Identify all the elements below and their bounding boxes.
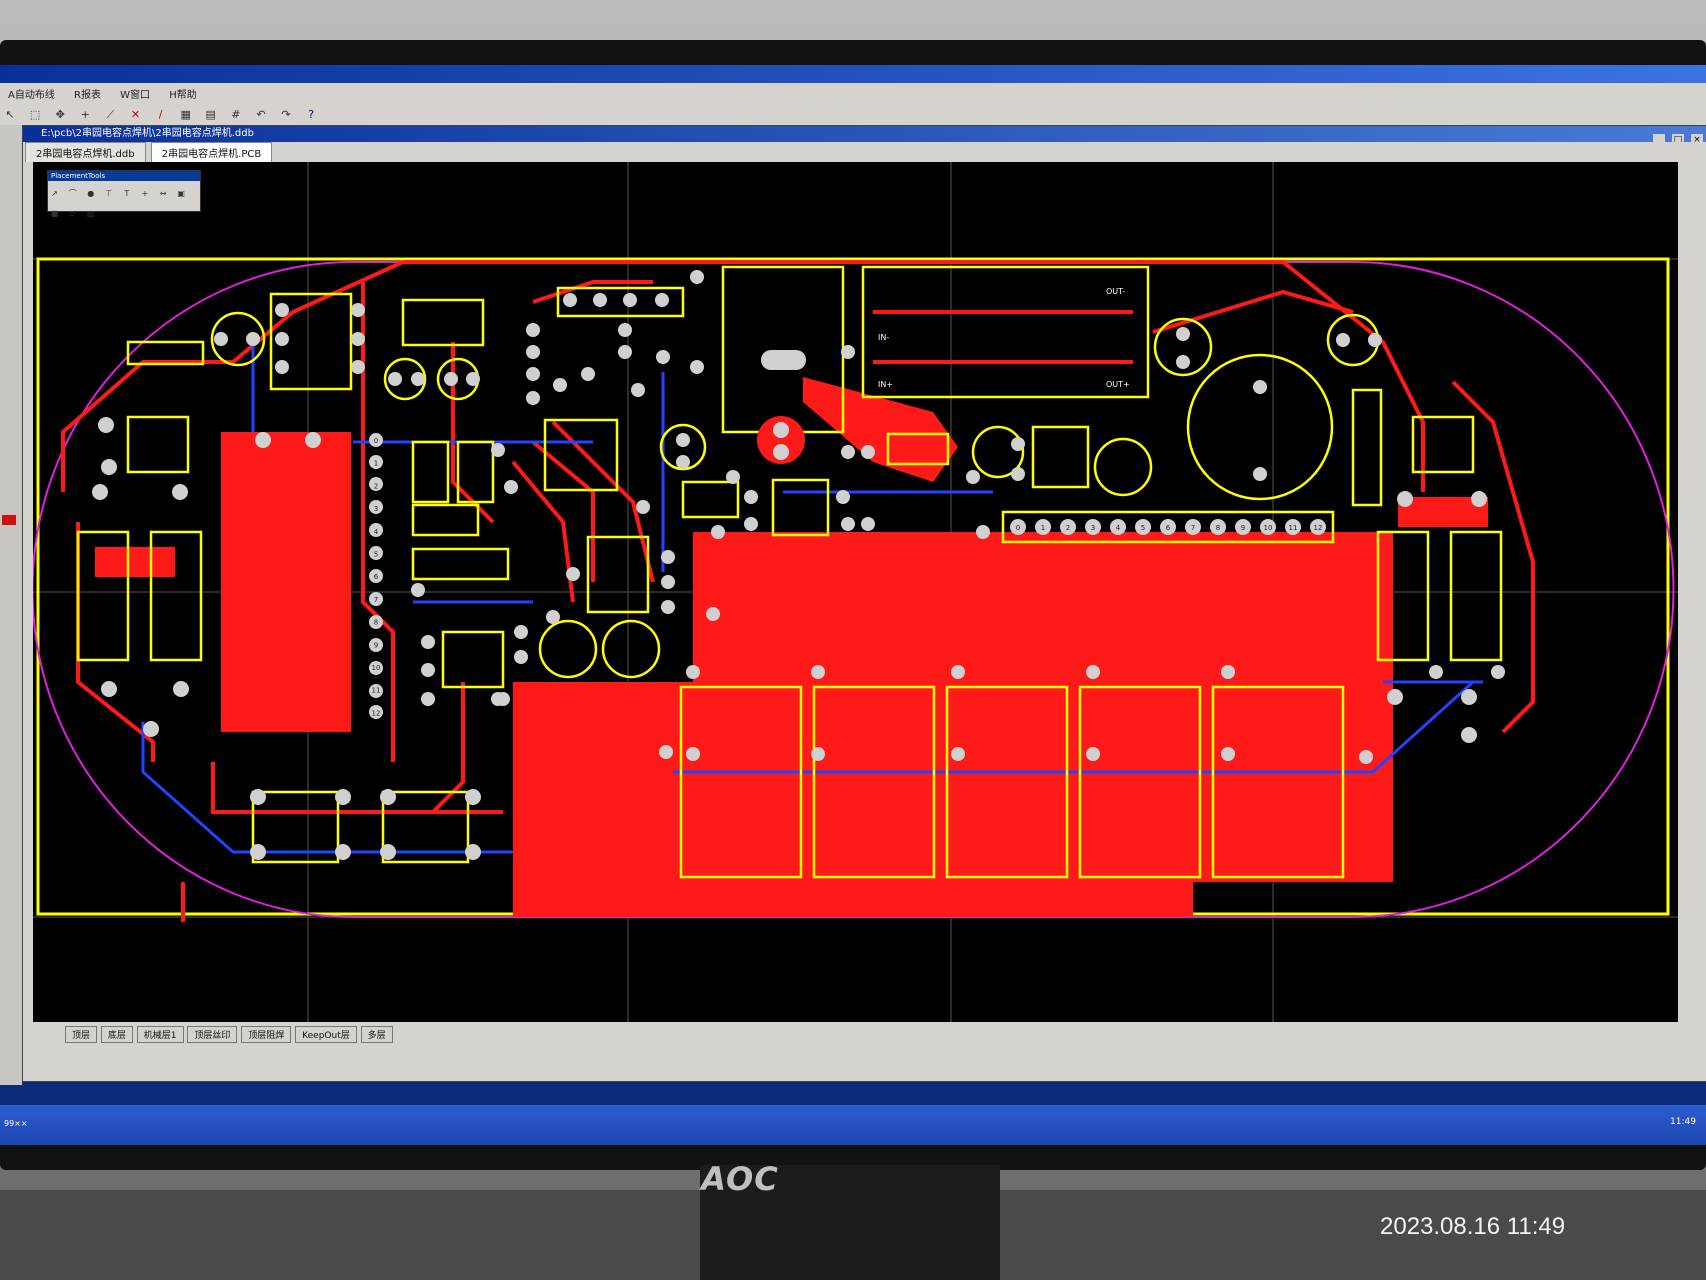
ic-pin-label: 7: [374, 596, 378, 604]
ic-pin-label: 5: [374, 551, 378, 559]
header-pin-label: 3: [1091, 524, 1095, 532]
ic-pin-label: 12: [372, 709, 381, 717]
layer-tab-mechanical[interactable]: 机械层1: [136, 1026, 184, 1043]
help-icon[interactable]: ?: [308, 108, 315, 121]
undo-icon[interactable]: ↶: [256, 108, 266, 121]
ic-pin-label: 3: [374, 505, 378, 513]
ic-pin-label: 4: [374, 528, 379, 536]
app-title-bar: [0, 65, 1706, 83]
placement-tools-palette[interactable]: PlacementTools ↗ ⌒ ● ⊤ T + ↔ ▣ ■ ▱ ▧: [47, 170, 201, 218]
palette-title: PlacementTools: [48, 171, 200, 181]
ic-pin-label: 1: [374, 460, 378, 468]
menu-item-reports[interactable]: R报表: [74, 90, 101, 101]
header-pin-label: 4: [1116, 524, 1121, 532]
ic-pin-column: [369, 433, 383, 719]
wire-icon[interactable]: ↗: [51, 189, 58, 198]
header-pin-label: 5: [1141, 524, 1145, 532]
header-row: [1010, 519, 1326, 535]
text-icon[interactable]: T: [124, 189, 130, 198]
label-out-plus: OUT+: [1106, 380, 1130, 389]
via-icon[interactable]: ●: [87, 189, 95, 198]
route-icon[interactable]: ⟋: [106, 108, 115, 121]
bottom-traces: [141, 332, 1483, 854]
layer-tab-top-overlay[interactable]: 顶层丝印: [187, 1026, 238, 1043]
left-panel: [0, 125, 22, 1085]
room-icon[interactable]: ▧: [86, 209, 95, 218]
tab-pcb[interactable]: 2串园电容点焊机.PCB: [150, 142, 273, 162]
tray-clock: 11:49: [1670, 1117, 1696, 1127]
layer-tab-bottom[interactable]: 底层: [100, 1026, 133, 1043]
delete-icon[interactable]: ✕: [130, 108, 141, 121]
coordinate-icon[interactable]: +: [141, 189, 149, 198]
layer-tabs: 顶层 底层 机械层1 顶层丝印 顶层阻焊 KeepOut层 多层: [65, 1026, 394, 1043]
header-pin-label: 0: [1016, 524, 1020, 532]
status-text: 99××: [4, 1119, 28, 1128]
header-pin-label: 10: [1264, 524, 1273, 532]
document-window: E:\pcb\2串园电容点焊机\2串园电容点焊机.ddb _ □ × 2串园电容…: [22, 125, 1706, 1082]
screen: A自动布线 R报表 W窗口 H帮助 ↖ ⬚ ✥ + ⟋ ✕ / ▦ ▤ # ↶ …: [0, 65, 1706, 1145]
component-place-icon[interactable]: ▣: [177, 189, 185, 198]
electrolytic-cap: [757, 350, 806, 464]
library-icon[interactable]: ▤: [205, 108, 216, 121]
monitor-brand-logo: AOC: [701, 1160, 779, 1198]
panel-marker: [2, 515, 16, 525]
pads: [92, 270, 1505, 860]
header-pin-label: 1: [1041, 524, 1045, 532]
move-icon[interactable]: ✥: [55, 108, 65, 121]
header-pin-label: 6: [1166, 524, 1171, 532]
pcb-drawing: OUT- IN- IN+ OUT+ 0123456789101112012345…: [33, 162, 1678, 1022]
document-tabs: 2串园电容点焊机.ddb 2串园电容点焊机.PCB: [23, 142, 1706, 162]
main-toolbar: ↖ ⬚ ✥ + ⟋ ✕ / ▦ ▤ # ↶ ↷ ?: [0, 103, 1706, 126]
grid-icon[interactable]: #: [231, 108, 241, 121]
ic-pin-label: 9: [374, 641, 378, 649]
layer-tab-keepout[interactable]: KeepOut层: [295, 1026, 357, 1043]
keepout-oval: [33, 261, 1675, 918]
label-in-minus: IN-: [878, 333, 889, 342]
menu-bar: A自动布线 R报表 W窗口 H帮助: [0, 83, 1706, 103]
label-out-minus: OUT-: [1106, 287, 1125, 296]
select-icon[interactable]: ⬚: [29, 108, 41, 121]
tab-ddb[interactable]: 2串园电容点焊机.ddb: [25, 142, 146, 162]
photo-timestamp: 2023.08.16 11:49: [1380, 1213, 1566, 1240]
dimension-icon[interactable]: ↔: [159, 189, 167, 198]
cross-icon[interactable]: +: [80, 108, 90, 121]
ic-pin-label: 2: [374, 482, 378, 490]
redo-icon[interactable]: ↷: [281, 108, 291, 121]
polygon-icon[interactable]: ▱: [69, 209, 76, 218]
board-labels: OUT- IN- IN+ OUT+: [878, 287, 1130, 389]
menu-item-autoroute[interactable]: A自动布线: [8, 90, 55, 101]
copper-pours: [95, 377, 1488, 917]
ic-pin-label: 11: [372, 687, 381, 695]
arc-icon[interactable]: ⌒: [68, 189, 77, 198]
monitor-stand: [700, 1165, 1000, 1280]
layer-tab-top-solder[interactable]: 顶层阻焊: [241, 1026, 292, 1043]
header-pin-label: 11: [1289, 524, 1298, 532]
header-pin-label: 8: [1216, 524, 1220, 532]
layer-tab-multilayer[interactable]: 多层: [360, 1026, 393, 1043]
menu-item-help[interactable]: H帮助: [169, 90, 197, 101]
header-pin-label: 7: [1191, 524, 1195, 532]
header-pin-label: 2: [1066, 524, 1070, 532]
taskbar: 99×× 11:49: [0, 1105, 1706, 1145]
ic-pin-label: 8: [374, 619, 378, 627]
ic-pin-label: 0: [374, 437, 378, 445]
layer-tab-top[interactable]: 顶层: [65, 1026, 98, 1043]
component-icon[interactable]: ▦: [180, 108, 191, 121]
fill-icon[interactable]: ■: [50, 209, 59, 218]
label-in-plus: IN+: [878, 380, 893, 389]
pad-icon[interactable]: ⊤: [105, 189, 113, 198]
pointer-icon[interactable]: ↖: [5, 108, 15, 121]
pen-icon[interactable]: /: [158, 108, 163, 121]
menu-item-window[interactable]: W窗口: [120, 90, 151, 101]
ic-pin-label: 6: [374, 573, 379, 581]
ic-pin-label: 10: [372, 664, 381, 672]
document-title: E:\pcb\2串园电容点焊机\2串园电容点焊机.ddb: [23, 126, 1706, 142]
header-pin-label: 12: [1314, 524, 1323, 532]
header-pin-label: 9: [1241, 524, 1245, 532]
